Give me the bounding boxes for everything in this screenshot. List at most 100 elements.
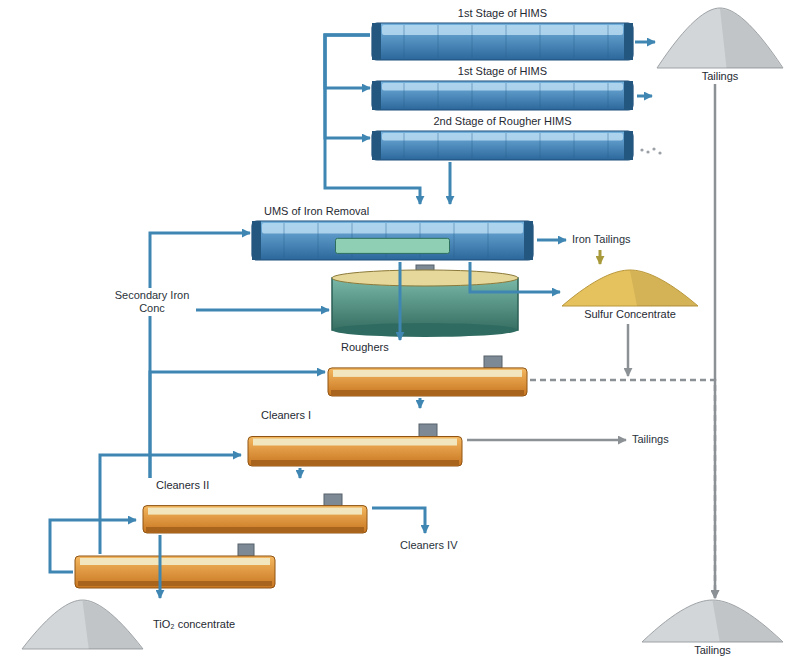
node-label: Tailings — [694, 644, 731, 657]
drum-stripe — [506, 83, 507, 108]
cell-motor — [324, 494, 342, 506]
drum-highlight — [382, 25, 623, 35]
equipment-drawing — [655, 6, 785, 69]
drum-highlight — [382, 83, 623, 91]
dot — [658, 151, 661, 154]
process-stream — [325, 35, 370, 138]
process-stream — [299, 468, 302, 478]
cell-froth — [148, 508, 362, 515]
cell-base — [251, 460, 459, 465]
pile-mound — [22, 600, 143, 649]
node-label: 1st Stage of HIMS — [458, 7, 547, 20]
text-group: Tailings — [702, 70, 739, 83]
drum-cap — [372, 81, 381, 110]
dot — [640, 148, 643, 151]
outlet-pipe — [637, 95, 652, 98]
drum-cap — [624, 131, 633, 160]
drum-stripe — [404, 83, 405, 108]
separator-drum — [372, 23, 633, 60]
equipment-group — [642, 600, 783, 642]
cell-froth — [253, 439, 457, 446]
equipment-group — [328, 356, 527, 396]
concentrate-pipe — [372, 508, 425, 533]
stream-label: Tailings — [630, 432, 671, 447]
magnetic-separator: 1st Stage of HIMS — [370, 64, 635, 112]
drum-stripe — [284, 223, 285, 258]
drum-cap — [524, 221, 533, 260]
drum-stripe — [318, 223, 319, 258]
equipment-group — [22, 600, 143, 649]
process-stream — [449, 162, 452, 204]
node-label: Sulfur Concentrate — [584, 308, 676, 321]
text-group: 1st Stage of HIMS — [458, 65, 547, 78]
recycle-pipe — [50, 520, 136, 572]
olive-pipe — [599, 250, 602, 264]
tailings-pipe — [627, 324, 630, 376]
product-pile: TiO₂ concentrate — [20, 598, 295, 650]
flotation-cell: Roughers — [325, 340, 530, 398]
pile-shade — [630, 271, 697, 306]
drum-stripe — [574, 25, 575, 58]
pile-shade — [713, 601, 783, 642]
cell-base — [331, 390, 524, 395]
cell-body — [143, 506, 367, 533]
drum-cap — [252, 221, 261, 260]
tailings-pipe — [537, 239, 566, 242]
tank-froth — [332, 270, 518, 286]
process-stream — [530, 380, 715, 598]
process-stream — [399, 262, 402, 340]
drum-stripe — [472, 25, 473, 58]
equipment-group — [372, 81, 633, 110]
tailings-pipe — [467, 439, 626, 442]
equipment-group — [657, 8, 783, 68]
feed-pipe — [196, 309, 329, 312]
cell-motor — [484, 356, 502, 368]
tank-base — [332, 323, 518, 337]
drum-stripe — [608, 133, 609, 158]
stream-label: Iron Tailings — [570, 232, 633, 247]
node-label: Roughers — [341, 341, 389, 354]
cell-body — [248, 437, 462, 467]
drum-stripe — [472, 83, 473, 108]
drum-highlight — [262, 223, 523, 234]
recycle-pipe — [100, 455, 241, 554]
cell-froth — [333, 370, 522, 377]
drum-cap — [624, 23, 633, 60]
dot — [646, 150, 649, 153]
node-label: Cleaners II — [156, 479, 209, 492]
node-label: 2nd Stage of Rougher HIMS — [433, 115, 571, 128]
separator-drum — [372, 131, 633, 160]
text-group: Cleaners II — [156, 479, 209, 492]
pile-shade — [720, 9, 782, 68]
pile-mound — [642, 600, 783, 642]
drum-cap — [372, 23, 381, 60]
drum-stripe — [506, 25, 507, 58]
drum-stripe — [438, 133, 439, 158]
pile-shade — [83, 601, 143, 649]
drum-stripe — [540, 83, 541, 108]
equipment-group — [143, 494, 367, 533]
node-label: Cleaners I — [261, 409, 311, 422]
flotation-cell: Cleaners I — [245, 408, 465, 468]
stream-label: Cleaners IV — [398, 538, 459, 553]
cell-base — [146, 527, 364, 532]
discharge-dots — [640, 147, 661, 154]
drum-stripe — [454, 223, 455, 258]
text-group: UMS of Iron Removal — [264, 205, 369, 218]
drum-stripe — [404, 25, 405, 58]
process-stream — [470, 262, 560, 292]
text-group: Cleaners I — [261, 409, 311, 422]
drum-stripe — [404, 133, 405, 158]
drum-stripe — [438, 25, 439, 58]
cell-body — [328, 368, 527, 396]
cleaner-cell — [75, 544, 275, 588]
magnetic-separator: 1st Stage of HIMS — [370, 6, 635, 62]
drum-stripe — [540, 25, 541, 58]
equipment-group — [372, 131, 633, 160]
flotation-cell: Cleaners II — [140, 478, 370, 535]
drum-stripe — [438, 83, 439, 108]
pile-mound — [562, 270, 698, 306]
cell-motor — [419, 424, 437, 437]
